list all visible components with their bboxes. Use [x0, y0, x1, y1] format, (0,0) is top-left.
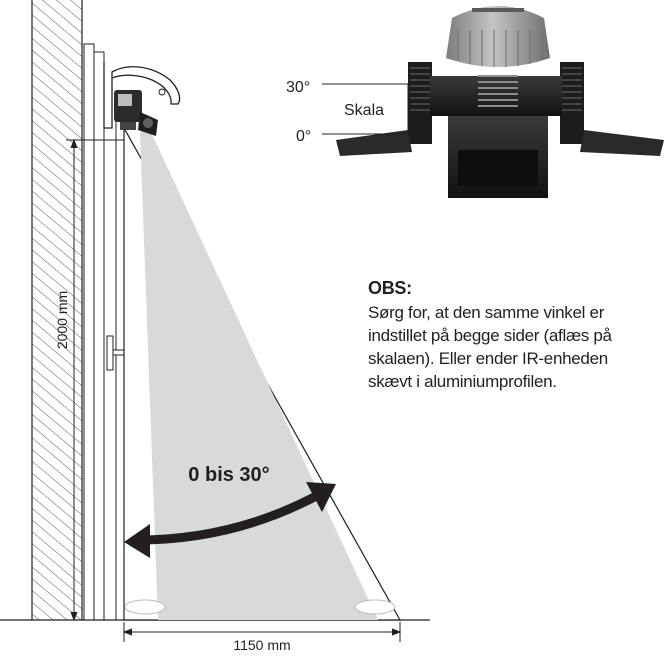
scale-label: Skala — [344, 102, 384, 119]
door-frame — [83, 43, 125, 621]
height-label: 2000 mm — [54, 291, 70, 349]
note-box: OBS: Sørg for, at den samme vinkel er in… — [368, 277, 668, 393]
note-line: Sørg for, at den samme vinkel er — [368, 303, 605, 322]
scale-mark-top: 30° — [286, 79, 310, 96]
scale-detail — [336, 6, 664, 198]
width-label: 1150 mm — [233, 637, 290, 652]
note-line: skævt i aluminiumprofilen. — [368, 372, 557, 391]
scale-leaders — [322, 83, 410, 135]
note-line: indstillet på begge sider (aflæs på — [368, 326, 612, 345]
ir-beam — [123, 125, 402, 621]
height-dimension — [66, 138, 124, 622]
ir-sensor-unit — [114, 90, 158, 136]
angle-arrow — [124, 482, 336, 558]
note-title: OBS: — [368, 278, 412, 298]
aluminium-profile — [103, 62, 181, 129]
angle-label: 0 bis 30° — [188, 464, 269, 486]
beam-spot-left — [124, 599, 166, 615]
width-dimension — [122, 622, 402, 642]
beam-spot-right — [354, 599, 396, 615]
note-line: skalaen). Eller ender IR-enheden — [368, 349, 608, 368]
scale-mark-bottom: 0° — [296, 128, 311, 145]
